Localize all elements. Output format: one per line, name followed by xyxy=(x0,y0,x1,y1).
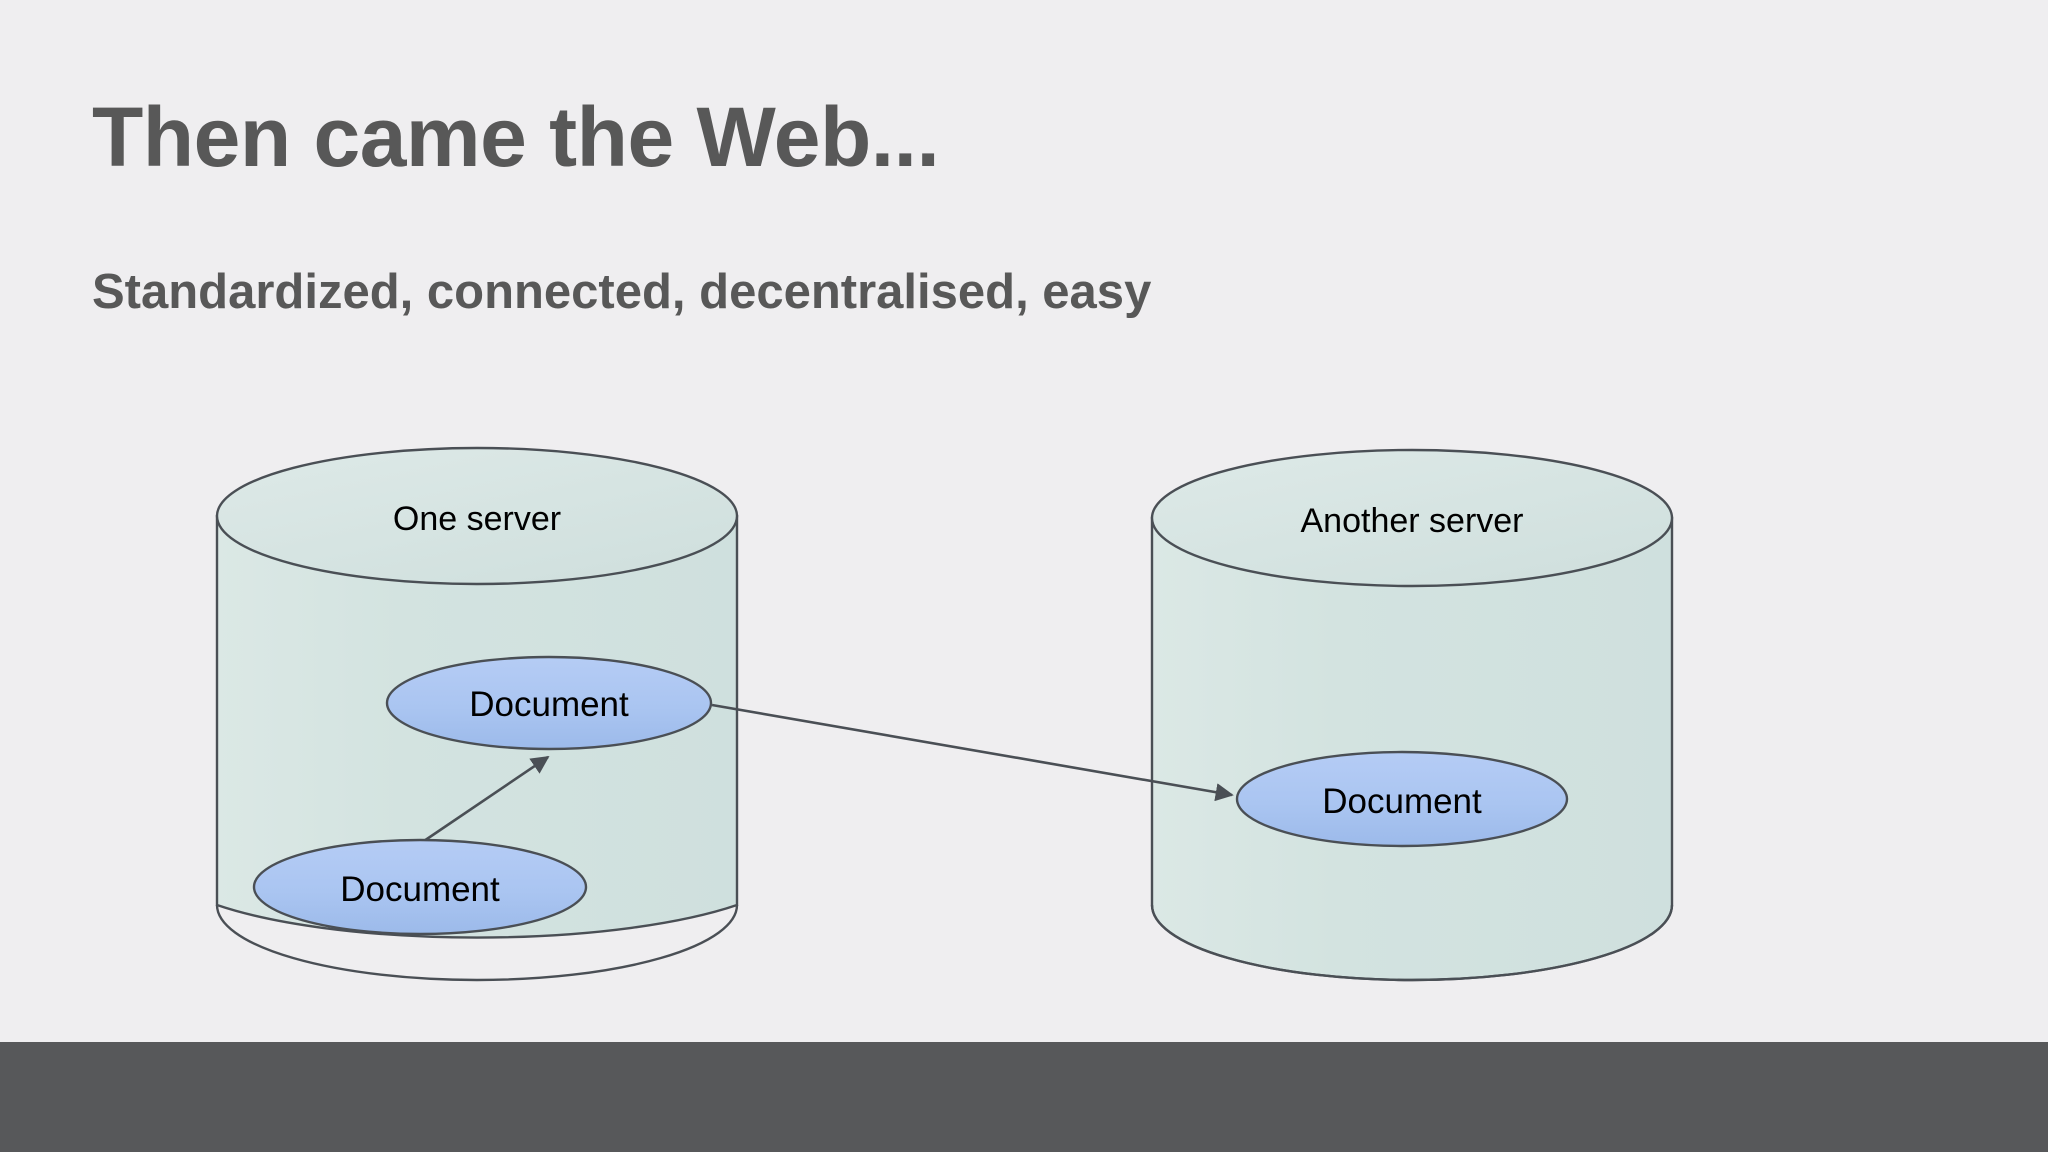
document-label: Document xyxy=(469,685,629,724)
document-node-left-upper[interactable]: Document xyxy=(385,655,713,751)
cylinder-bottom-arc xyxy=(215,904,739,982)
page-subtitle: Standardized, connected, decentralised, … xyxy=(92,265,1152,319)
footer-bar xyxy=(0,1042,2048,1152)
link-cross-server-arrow xyxy=(711,703,1234,802)
document-label: Document xyxy=(340,870,500,909)
cylinder-top-lid xyxy=(215,446,739,586)
page-title: Then came the Web... xyxy=(92,90,940,184)
document-ellipse xyxy=(252,838,588,936)
link-internal-arrow xyxy=(420,755,550,845)
document-ellipse xyxy=(1235,750,1569,848)
document-node-right[interactable]: Document xyxy=(1235,750,1569,848)
document-label: Document xyxy=(1322,782,1482,821)
cylinder-body xyxy=(1150,516,1674,982)
cylinder-top-lid xyxy=(1150,448,1674,588)
cylinder-bottom-arc xyxy=(1150,904,1674,982)
server-label-another: Another server xyxy=(1301,502,1524,540)
server-label-one: One server xyxy=(393,500,561,538)
server-cylinder-another[interactable]: Another server xyxy=(1150,448,1674,982)
document-ellipse xyxy=(385,655,713,751)
document-node-left-lower[interactable]: Document xyxy=(252,838,588,936)
